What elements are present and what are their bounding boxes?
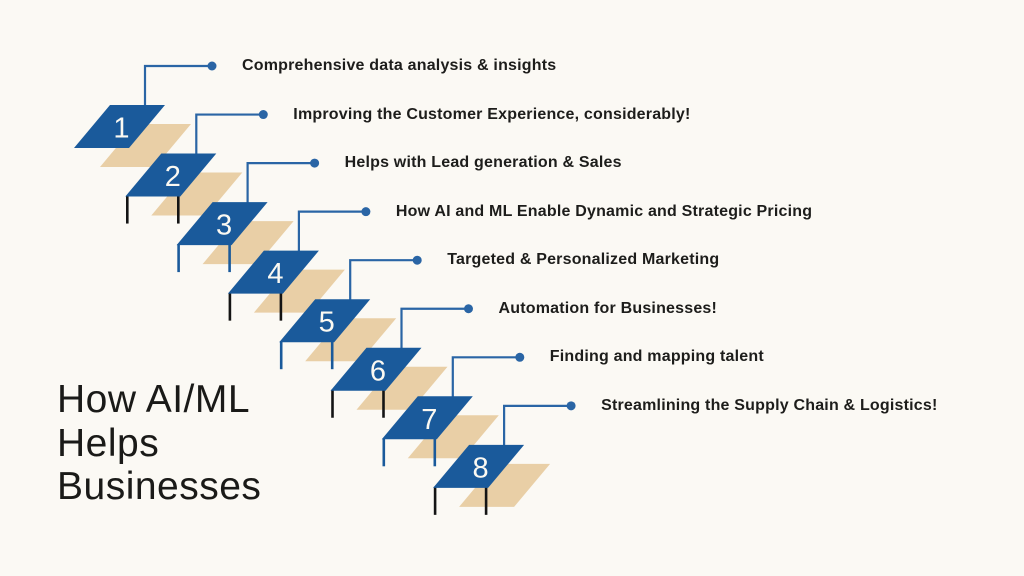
step-1-label: Comprehensive data analysis & insights <box>242 57 557 74</box>
step-5-connector-dot <box>412 255 422 265</box>
step-6-number: 6 <box>370 355 386 387</box>
step-7: 7 <box>381 396 499 467</box>
step-5-number: 5 <box>319 307 335 339</box>
step-8-face <box>433 444 525 488</box>
step-4-number: 4 <box>267 258 283 290</box>
main-title: How AI/ML Helps Businesses <box>57 378 261 509</box>
step-8-shadow <box>459 463 551 507</box>
step-4-face <box>227 250 319 294</box>
step-7-connector-line <box>451 356 520 399</box>
step-4-shadow <box>253 269 345 313</box>
step-5-shadow <box>305 318 397 362</box>
step-2-connector-line <box>195 113 264 156</box>
step-2-number: 2 <box>165 161 181 193</box>
step-3: 3 <box>176 202 294 273</box>
step-3-face <box>176 202 268 246</box>
step-8-label: Streamlining the Supply Chain & Logistic… <box>601 396 938 414</box>
step-5-connector-line <box>349 259 418 302</box>
step-8-number: 8 <box>473 452 489 484</box>
step-8: 8 <box>433 444 551 515</box>
step-1-face <box>74 105 165 148</box>
step-7-label: Finding and mapping talent <box>549 348 764 366</box>
step-6-connector-line <box>400 307 469 350</box>
step-5-label: Targeted & Personalized Marketing <box>447 251 720 269</box>
step-6-connector-dot <box>464 304 473 314</box>
step-7-number: 7 <box>421 404 437 436</box>
step-1-number: 1 <box>113 113 129 145</box>
step-3-shadow <box>202 221 294 265</box>
step-4-label: How AI and ML Enable Dynamic and Strateg… <box>395 202 813 220</box>
step-6-face <box>330 347 422 391</box>
step-7-face <box>381 396 473 440</box>
step-8-connector-line <box>503 404 572 447</box>
step-1-connector-line <box>143 64 212 107</box>
step-7-shadow <box>407 415 499 459</box>
step-4: 4 <box>227 250 345 321</box>
step-1-shadow <box>100 124 191 167</box>
step-3-connector-dot <box>310 158 320 168</box>
step-2-shadow <box>151 172 243 216</box>
step-6: 6 <box>330 347 448 418</box>
connector-lines <box>143 61 576 447</box>
step-2: 2 <box>125 153 243 224</box>
step-2-label: Improving the Customer Experience, consi… <box>293 105 691 123</box>
title-line-3: Businesses <box>57 465 262 509</box>
step-3-connector-line <box>246 162 315 205</box>
step-4-connector-line <box>297 210 366 253</box>
step-7-connector-dot <box>515 352 525 362</box>
step-3-number: 3 <box>216 210 232 242</box>
stair-steps: 1 2 3 4 5 6 7 8 <box>74 105 551 515</box>
step-5-face <box>279 299 371 343</box>
step-1: 1 <box>74 105 191 167</box>
title-line-2: Helps <box>57 421 160 465</box>
step-6-shadow <box>356 366 448 410</box>
step-2-connector-dot <box>258 110 268 120</box>
step-6-label: Automation for Businesses! <box>498 299 718 317</box>
step-5: 5 <box>279 299 397 370</box>
step-1-connector-dot <box>207 61 217 71</box>
step-2-face <box>125 153 217 197</box>
step-4-connector-dot <box>361 207 371 217</box>
step-3-label: Helps with Lead generation & Sales <box>344 154 622 172</box>
title-line-1: How AI/ML <box>57 378 251 421</box>
step-8-connector-dot <box>566 401 576 411</box>
